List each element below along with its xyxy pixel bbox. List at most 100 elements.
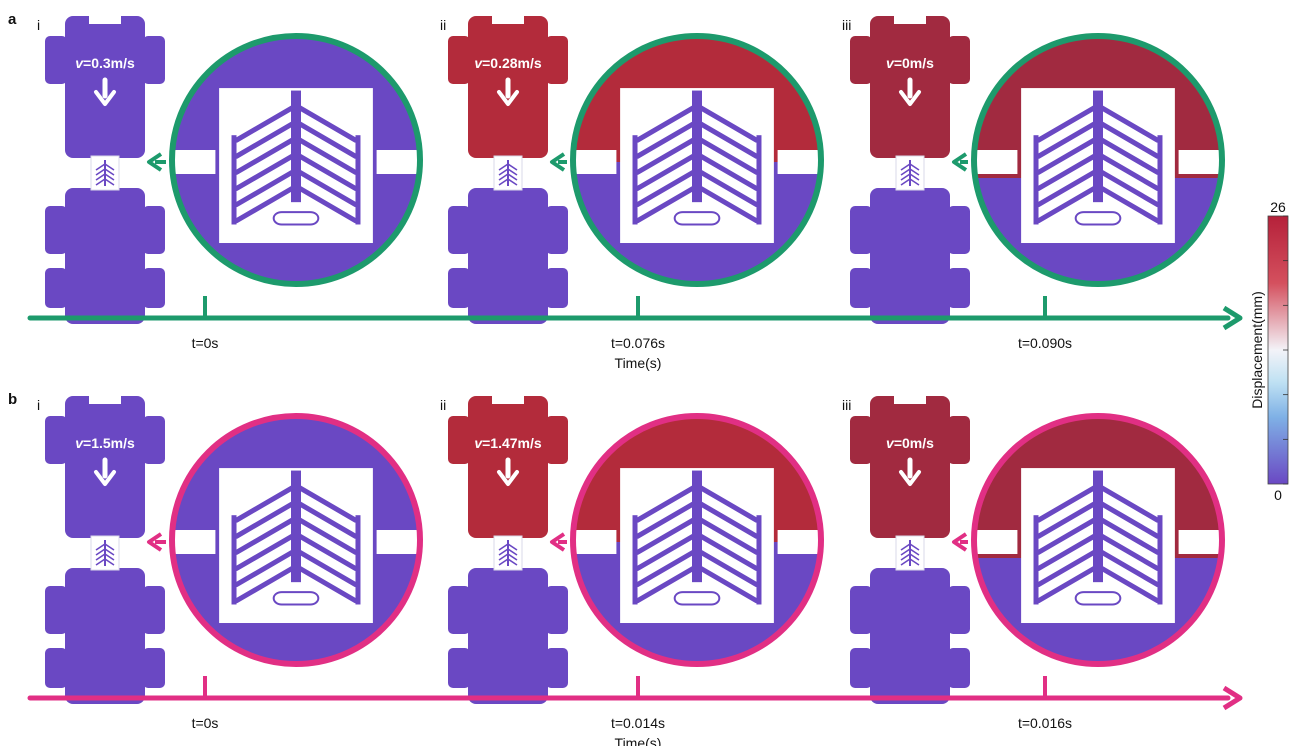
mechanism-beam xyxy=(104,163,115,171)
zoom-beam xyxy=(1099,533,1161,572)
pointer-arrowhead-icon xyxy=(550,152,566,172)
zoom-side-slot xyxy=(172,150,216,174)
zoom-base xyxy=(219,623,373,632)
mechanism-beam xyxy=(507,553,518,561)
zoom-ring xyxy=(169,33,423,287)
mechanism-beam xyxy=(104,168,115,176)
car-bottom-body xyxy=(870,568,950,704)
mechanism-beam xyxy=(95,173,106,181)
zoom-beam xyxy=(1099,501,1161,539)
car-wheel xyxy=(448,206,470,254)
velocity-symbol: v xyxy=(886,435,895,451)
mechanism-beam xyxy=(909,173,920,181)
row-letter: b xyxy=(8,391,17,408)
zoom-base xyxy=(1021,243,1175,252)
zoom-beam xyxy=(1035,169,1097,208)
zoom-rail xyxy=(231,515,237,605)
zoom-beam xyxy=(233,501,295,539)
panel-roman: ii xyxy=(440,17,446,33)
velocity-symbol: v xyxy=(474,435,483,451)
zoom-rail xyxy=(355,515,361,605)
mechanism-beam xyxy=(900,163,911,171)
mechanism-beam xyxy=(104,173,115,181)
zoom-side-slot xyxy=(573,530,617,554)
zoom-beam xyxy=(233,533,295,572)
car-wheel xyxy=(448,586,470,634)
zoom-beam xyxy=(297,121,359,159)
zoom-beam xyxy=(233,485,295,523)
car-wheel xyxy=(143,586,165,634)
car-wheel xyxy=(948,586,970,634)
panel-b-i: iv=1.5m/st=0s xyxy=(37,396,423,731)
velocity-value: =1.47m/s xyxy=(482,435,542,451)
zoom-ring xyxy=(570,413,824,667)
zoom-content xyxy=(573,416,821,664)
pointer-arrowhead-icon xyxy=(147,532,163,552)
car-bottom-body xyxy=(65,188,145,324)
panel-b-ii: iiv=1.47m/st=0.014s xyxy=(440,396,824,731)
car-wheel xyxy=(45,268,67,308)
car-notch xyxy=(492,16,524,24)
down-arrow-icon xyxy=(94,470,116,486)
mechanism-beam xyxy=(498,553,509,561)
panel-roman: i xyxy=(37,397,40,413)
zoom-shaft xyxy=(291,90,301,203)
zoom-beam xyxy=(1099,485,1161,523)
car-notch xyxy=(89,396,121,404)
zoom-beam xyxy=(297,137,359,175)
zoom-beam xyxy=(297,169,359,208)
zoom-side-slot xyxy=(777,530,821,554)
time-axis-title: Time(s) xyxy=(615,355,662,371)
velocity-symbol: v xyxy=(75,435,84,451)
zoom-beam xyxy=(698,517,760,555)
car-wheel xyxy=(448,36,470,84)
car-wheel xyxy=(948,268,970,308)
car-bottom-body xyxy=(468,188,548,324)
zoom-shaft xyxy=(1093,90,1103,203)
mechanism-beam xyxy=(95,553,106,561)
car-wheel xyxy=(546,268,568,308)
velocity-label: v=0.28m/s xyxy=(474,55,542,71)
car-wheel xyxy=(948,416,970,464)
mechanism-beam xyxy=(909,168,920,176)
zoom-ring xyxy=(570,33,824,287)
mechanism-beam xyxy=(507,178,518,186)
zoom-beam xyxy=(1035,549,1097,588)
mechanism-beam xyxy=(507,173,518,181)
mechanism-beam xyxy=(95,543,106,551)
zoom-beam xyxy=(233,549,295,588)
zoom-beam xyxy=(634,153,696,192)
zoom-ring xyxy=(169,413,423,667)
car-wheel xyxy=(448,416,470,464)
zoom-beam xyxy=(233,153,295,192)
time-axis-arrowhead-icon xyxy=(1222,305,1243,331)
mechanism-beam xyxy=(104,558,115,566)
zoom-side-slot xyxy=(974,530,1018,554)
zoom-peg xyxy=(272,591,320,606)
car-wheel xyxy=(143,206,165,254)
velocity-value: =0m/s xyxy=(894,435,934,451)
zoom-peg xyxy=(673,591,721,606)
car-notch xyxy=(894,16,926,24)
car-wheel xyxy=(448,268,470,308)
colorbar-axis-title: Displacement(mm) xyxy=(1249,291,1265,408)
velocity-value: =0.3m/s xyxy=(83,55,135,71)
mechanism-beam xyxy=(498,558,509,566)
zoom-beam xyxy=(1035,121,1097,159)
zoom-beam xyxy=(698,485,760,523)
mechanism-beam xyxy=(95,168,106,176)
zoom-beam xyxy=(233,517,295,555)
zoom-beam xyxy=(698,153,760,192)
time-label: t=0.076s xyxy=(611,335,665,351)
zoom-beam xyxy=(1099,517,1161,555)
time-label: t=0s xyxy=(192,715,219,731)
zoom-beam xyxy=(634,485,696,523)
velocity-label: v=1.47m/s xyxy=(474,435,542,451)
zoom-base xyxy=(620,623,774,632)
mechanism-beam xyxy=(498,163,509,171)
zoom-beam xyxy=(233,566,295,604)
time-axis-title: Time(s) xyxy=(615,735,662,746)
